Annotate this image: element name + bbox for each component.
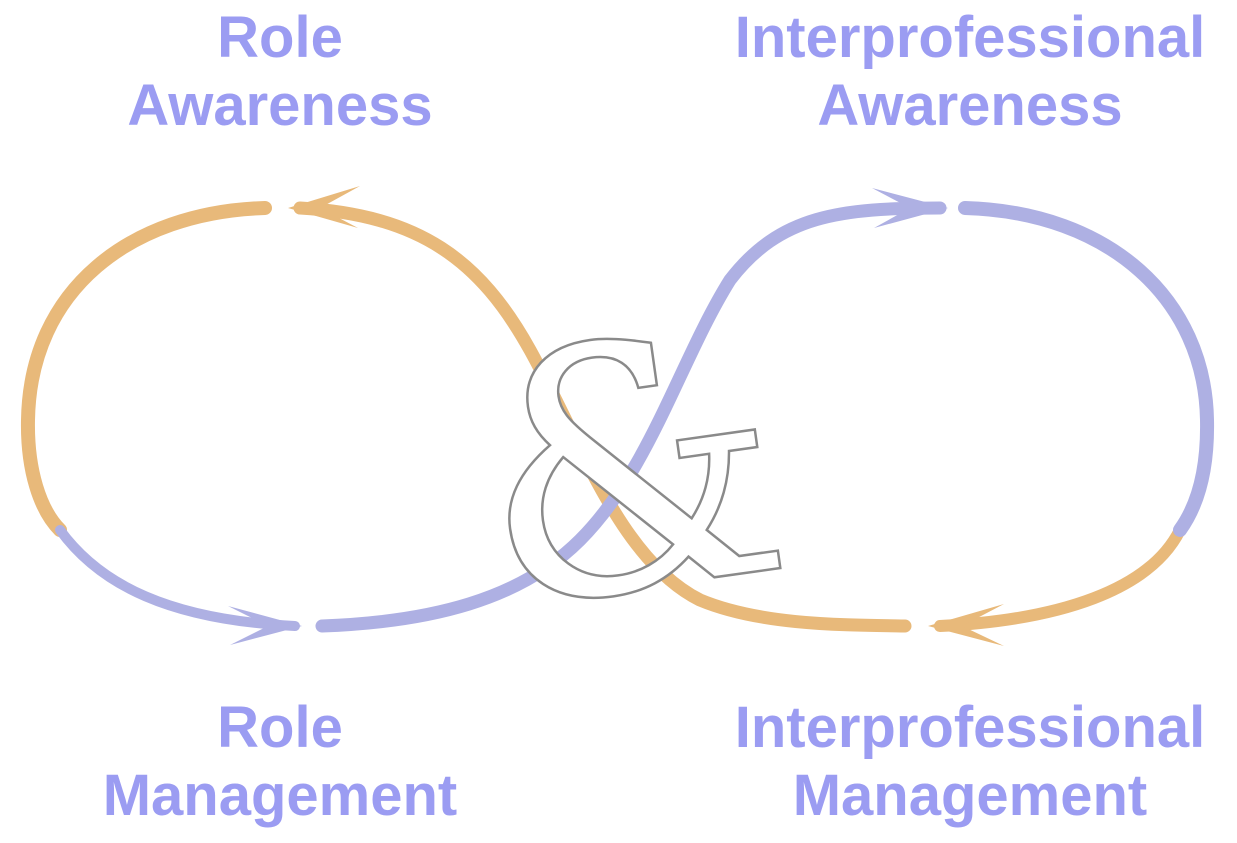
role-awareness-label: Role Awareness	[100, 4, 460, 140]
role-awareness-line2: Awareness	[127, 73, 433, 138]
arrowhead-top-right	[872, 188, 948, 228]
role-management-line1: Role	[217, 695, 343, 760]
arrowhead-top-left	[288, 186, 360, 228]
role-awareness-line1: Role	[217, 5, 343, 70]
orange-loop-left	[20, 201, 272, 537]
orange-loop-diagonal	[293, 201, 912, 633]
arrowhead-bottom-left	[228, 606, 302, 645]
role-management-label: Role Management	[70, 694, 490, 830]
interprofessional-awareness-line2: Awareness	[817, 73, 1123, 138]
purple-loop-right	[958, 201, 1215, 537]
orange-loop-right	[934, 524, 1186, 632]
purple-loop-lower-left	[55, 525, 300, 631]
arrowhead-bottom-right	[928, 604, 1004, 646]
interprofessional-awareness-label: Interprofessional Awareness	[720, 4, 1220, 140]
ampersand-symbol: &	[453, 254, 808, 688]
purple-loop-diagonal	[315, 201, 947, 633]
interprofessional-management-line1: Interprofessional	[734, 695, 1206, 760]
interprofessional-management-line2: Management	[792, 763, 1148, 828]
role-management-line2: Management	[102, 763, 458, 828]
interprofessional-management-label: Interprofessional Management	[720, 694, 1220, 830]
interprofessional-awareness-line1: Interprofessional	[734, 5, 1206, 70]
